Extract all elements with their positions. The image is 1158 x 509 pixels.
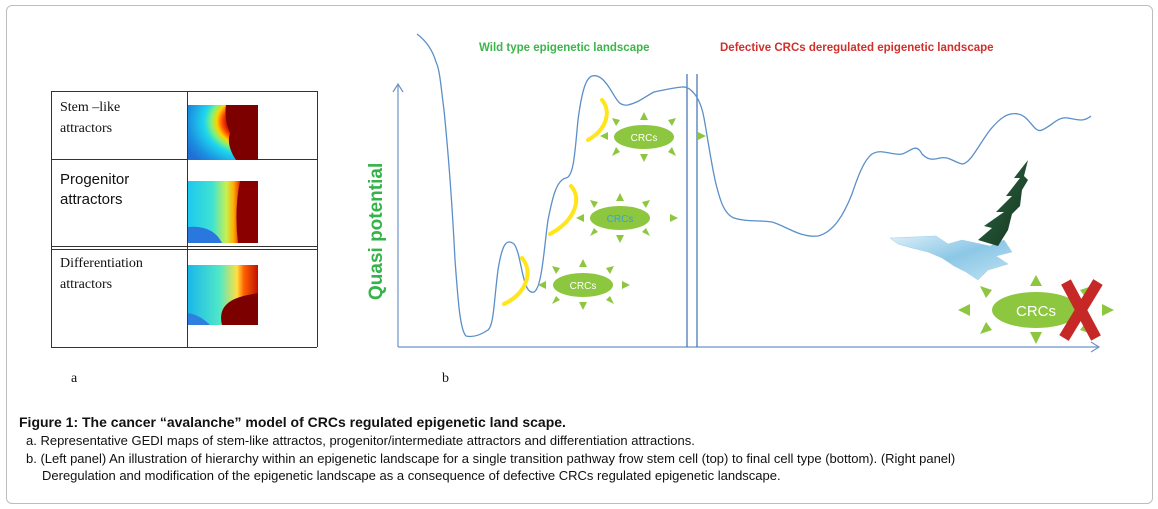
axes — [392, 74, 1101, 353]
x-axis-arrowhead — [1090, 341, 1101, 353]
crc-label: CRCs — [607, 214, 634, 225]
panel-b-letter: b — [442, 371, 449, 386]
table-border-bottom — [51, 347, 317, 348]
row-label-line: attractors — [60, 121, 113, 136]
crc-label: CRCs — [1016, 303, 1056, 320]
wild-type-title: Wild type epigenetic landscape — [479, 42, 650, 54]
differentiation-label: Differentiation attractors — [60, 253, 143, 295]
table-divider — [51, 159, 317, 160]
crc-ellipse — [590, 206, 650, 230]
crc-rays — [600, 112, 706, 162]
x-mark-icon — [1059, 279, 1103, 341]
y-axis-label: Quasi potential — [366, 163, 387, 300]
transition-arrow — [586, 98, 609, 142]
stem-like-label: Stem –like attractors — [60, 97, 120, 139]
crc-ellipse — [614, 125, 674, 149]
panel-a-letter: a — [71, 371, 78, 386]
caption-item-b-line-1: b. (Left panel) An illustration of hiera… — [26, 451, 956, 466]
gedi-map-table: Stem –like attractors Progenitor attract… — [51, 91, 318, 348]
table-divider — [51, 246, 317, 247]
table-column-divider — [187, 91, 188, 347]
figure-caption-title: Figure 1: The cancer “avalanche” model o… — [19, 414, 566, 430]
crc-label: CRCs — [631, 133, 658, 144]
table-border-left — [51, 91, 52, 347]
quasi-potential-curve — [416, 33, 1092, 338]
progenitor-label: Progenitor attractors — [60, 170, 129, 210]
row-label-line: Differentiation — [60, 256, 143, 271]
deregulated-landscape-shapes — [889, 160, 1028, 281]
row-label-line: Stem –like — [60, 100, 121, 115]
crc-rays — [538, 259, 630, 310]
table-divider — [51, 249, 317, 250]
row-label-line: attractors — [60, 277, 113, 292]
gedi-map-progenitor — [188, 181, 258, 243]
table-border-top — [51, 91, 317, 92]
defective-title: Defective CRCs deregulated epigenetic la… — [720, 42, 994, 54]
table-border-right — [317, 91, 318, 347]
row-label-line: attractors — [60, 191, 123, 208]
gedi-map-stem-like — [188, 105, 258, 160]
crc-ellipse — [553, 273, 613, 297]
crc-cluster-1: CRCs — [600, 112, 706, 162]
tree-shape — [978, 160, 1028, 246]
crc-rays — [576, 193, 678, 243]
transition-arrow — [502, 256, 530, 306]
crc-label: CRCs — [570, 281, 597, 292]
caption-item-a: a. Representative GEDI maps of stem-like… — [26, 433, 695, 448]
transition-arrows — [502, 98, 609, 306]
caption-item-b-line-2: Deregulation and modification of the epi… — [42, 468, 781, 483]
crystal-shard — [889, 235, 1013, 281]
transition-arrow — [548, 184, 579, 236]
crc-cluster-2: CRCs — [576, 193, 678, 243]
defective-crc-cluster: CRCs — [958, 275, 1114, 344]
crc-cluster-3: CRCs — [538, 259, 630, 310]
row-label-line: Progenitor — [60, 171, 130, 188]
crc-ellipse — [992, 292, 1080, 328]
y-axis-arrowhead — [392, 82, 404, 93]
gedi-map-differentiation — [188, 265, 258, 325]
